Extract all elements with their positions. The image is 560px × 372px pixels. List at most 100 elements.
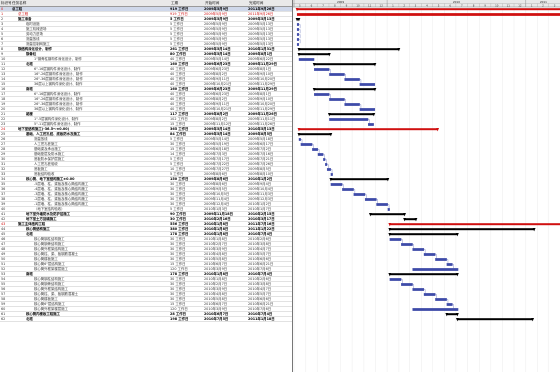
task-name: 施工准备 bbox=[18, 17, 32, 21]
summary-bar-start-cap bbox=[329, 178, 333, 182]
task-start: 2009年5月14日 bbox=[204, 132, 231, 136]
task-duration: 30 工作日 bbox=[170, 242, 186, 246]
col-header-name[interactable]: 任务名称 bbox=[11, 0, 170, 7]
task-id: 10 bbox=[1, 57, 6, 61]
task-id: 33 bbox=[1, 172, 6, 176]
task-id: 20 bbox=[1, 107, 6, 111]
task-start: 2009年5月9日 bbox=[204, 32, 228, 36]
task-id: 59 bbox=[1, 302, 6, 306]
task-bar bbox=[326, 168, 331, 171]
task-finish: 2009年10月20日 bbox=[248, 77, 276, 81]
task-duration: 30 工作日 bbox=[170, 257, 186, 261]
task-duration: 919 工作日 bbox=[170, 7, 189, 11]
task-bar bbox=[359, 108, 376, 111]
task-finish: 2010年1月2日 bbox=[248, 202, 272, 206]
col-header-duration[interactable]: 工期 bbox=[170, 0, 204, 7]
task-duration: 365 工作日 bbox=[170, 127, 189, 131]
task-finish: 2009年9月4日 bbox=[248, 182, 272, 186]
task-id: 3 bbox=[1, 22, 4, 26]
summary-bar-end-cap bbox=[327, 53, 331, 57]
task-duration: 40 工作日 bbox=[170, 67, 186, 71]
dependency-link bbox=[401, 279, 403, 284]
task-name: -5层墙、柱、梁板及核心筒结构施工 bbox=[34, 182, 89, 186]
summary-bar-end-cap bbox=[456, 273, 459, 277]
task-id: 26 bbox=[1, 137, 6, 141]
task-finish: 2009年11月29日 bbox=[248, 107, 276, 111]
task-name: 核心筒钢柱结构施工 bbox=[34, 237, 65, 241]
col-header-finish[interactable]: 完成时间 bbox=[248, 0, 292, 7]
summary-bar-end-cap bbox=[403, 213, 406, 217]
summary-bar-end-cap bbox=[397, 48, 401, 52]
task-name: 5"-11层钢构件深化设计、制作 bbox=[34, 122, 81, 126]
col-header-id[interactable]: 标识号 bbox=[0, 0, 11, 7]
col-header-start[interactable]: 开始时间 bbox=[204, 0, 248, 7]
task-finish: 2011年1月18日 bbox=[248, 317, 275, 321]
